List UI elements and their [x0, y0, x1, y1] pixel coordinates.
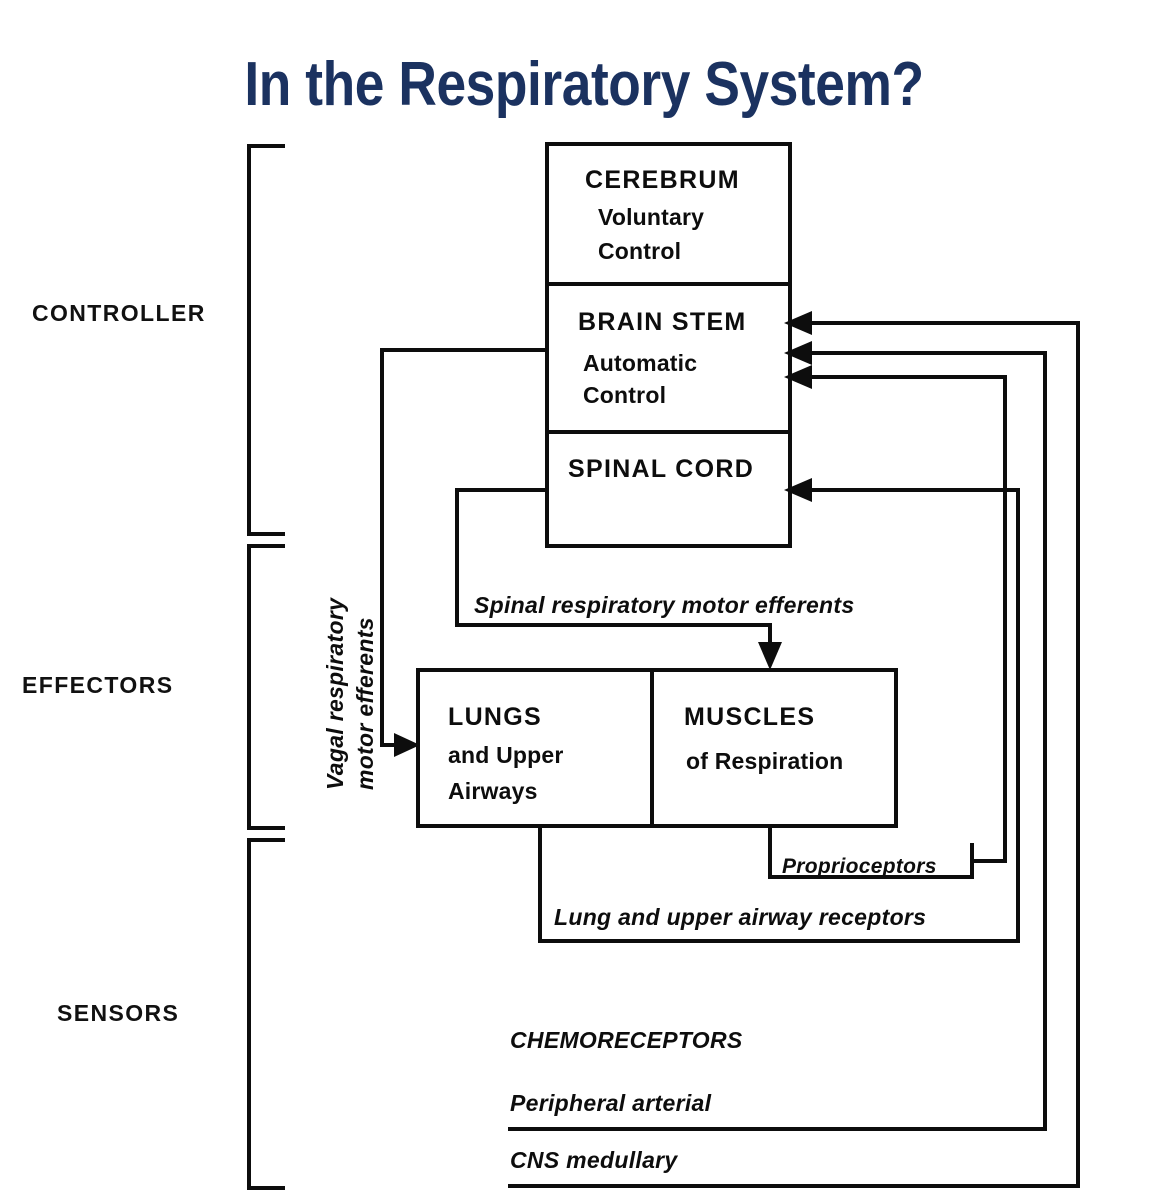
peripheral-arterial-label: Peripheral arterial — [510, 1090, 712, 1116]
proprioceptors-label: Proprioceptors — [782, 855, 937, 878]
cerebrum-line-1: Voluntary — [598, 204, 705, 230]
bracket-sensors — [247, 838, 285, 1190]
proprioceptor-feedback-return — [798, 375, 1007, 863]
cns-medullary-label: CNS medullary — [510, 1147, 678, 1173]
proprioceptor-feedback-arrowhead — [784, 365, 812, 389]
lung-receptor-feedback-arrowhead — [784, 478, 812, 502]
peripheral-arterial-arrowhead — [784, 341, 812, 365]
cerebrum-heading: CEREBRUM — [585, 166, 740, 194]
spinal-efferent-arrowhead — [758, 642, 782, 670]
section-label-controller: CONTROLLER — [32, 300, 206, 326]
lung-receptor-feedback-path — [798, 488, 1020, 912]
controller-outer-box — [545, 142, 792, 548]
brain-stem-line-1: Automatic — [583, 350, 698, 376]
lungs-line-2: Airways — [448, 778, 538, 804]
spinal-cord-heading: SPINAL CORD — [568, 455, 755, 483]
brain-stem-line-2: Control — [583, 382, 667, 408]
bracket-effectors — [247, 544, 285, 830]
cns-medullary-path — [508, 321, 1080, 1188]
bracket-controller — [247, 144, 285, 536]
muscles-heading: MUSCLES — [684, 703, 816, 731]
muscles-line-1: of Respiration — [686, 748, 844, 774]
spinal-efferent-path — [455, 488, 772, 660]
page-title: In the Respiratory System? — [244, 50, 924, 119]
vagal-efferent-path — [380, 348, 549, 747]
lungs-line-1: and Upper — [448, 742, 564, 768]
brain-stem-heading: BRAIN STEM — [578, 308, 747, 336]
spinal-efferents-label: Spinal respiratory motor efferents — [474, 592, 855, 618]
vagal-efferents-label-line-2: motor efferents — [352, 617, 378, 790]
lungs-heading: LUNGS — [448, 703, 542, 731]
chemoreceptors-label: CHEMORECEPTORS — [510, 1027, 743, 1053]
vagal-efferents-label-line-1: Vagal respiratory — [322, 597, 348, 790]
cns-medullary-arrowhead — [784, 311, 812, 335]
peripheral-arterial-path — [508, 351, 1047, 1131]
effectors-outer-box — [416, 668, 898, 828]
section-label-sensors: SENSORS — [57, 1000, 180, 1026]
section-label-effectors: EFFECTORS — [22, 672, 174, 698]
lung-airway-receptors-label: Lung and upper airway receptors — [554, 904, 927, 930]
vagal-efferent-arrowhead — [394, 733, 420, 757]
cerebrum-line-2: Control — [598, 238, 682, 264]
